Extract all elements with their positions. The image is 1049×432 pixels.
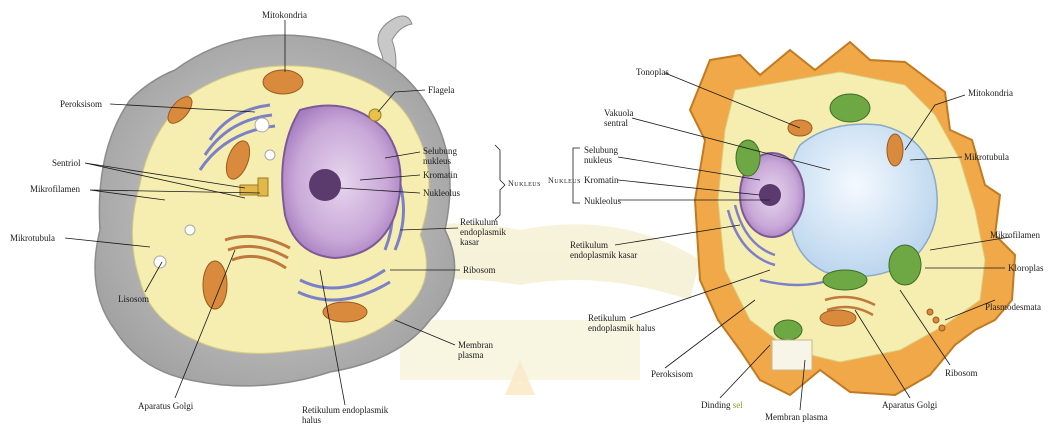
label-plant-tonoplas: Tonoplas (636, 67, 669, 77)
label-plant-aparatus-golgi: Aparatus Golgi (882, 400, 937, 410)
label-animal-nukleus-group: Nukleus (508, 179, 541, 189)
plant-cell (690, 42, 1015, 395)
label-animal-mikrofilamen: Mikrofilamen (30, 184, 80, 194)
label-animal-ribosom: Ribosom (463, 265, 496, 275)
label-plant-kromatin: Kromatin (584, 175, 619, 185)
label-plant-mitokondria: Mitokondria (968, 88, 1013, 98)
label-plant-retikulum-halus: Retikulum endoplasmik halus (588, 313, 655, 333)
label-plant-retikulum-kasar: Retikulum endoplasmik kasar (570, 240, 637, 260)
label-plant-selubung-nukleus: Selubung nukleus (584, 145, 618, 165)
label-animal-sentriol: Sentriol (52, 158, 81, 168)
animal-nucleus (282, 106, 400, 259)
label-animal-peroksisom: Peroksisom (60, 99, 102, 109)
label-plant-kloroplas: Kloroplas (1008, 263, 1044, 273)
label-animal-mikrotubula: Mikrotubula (10, 233, 55, 243)
label-plant-mikrotubula: Mikrotubula (964, 152, 1009, 162)
label-plant-dinding-sel: Dinding sel (701, 400, 743, 410)
label-plant-sel-word: sel (733, 400, 743, 410)
label-plant-plasmodesmata: Plasmodesmata (985, 302, 1041, 312)
label-animal-nukleolus: Nukleolus (423, 188, 460, 198)
label-animal-aparatus-golgi: Aparatus Golgi (138, 401, 193, 411)
label-animal-lisosom: Lisosom (118, 294, 149, 304)
label-plant-dinding-word: Dinding (701, 400, 731, 410)
label-plant-vakuola-sentral: Vakuola sentral (604, 108, 634, 128)
label-plant-nukleolus: Nukleolus (584, 196, 621, 206)
label-animal-flagela: Flagela (428, 85, 455, 95)
animal-nucleolus (309, 169, 341, 201)
animal-cell (95, 16, 455, 386)
label-animal-mitokondria: Mitokondria (262, 10, 307, 20)
label-plant-peroksisom: Peroksisom (651, 369, 693, 379)
label-animal-retikulum-halus: Retikulum endoplasmik halus (302, 405, 388, 425)
label-animal-kromatin: Kromatin (423, 170, 458, 180)
label-animal-membran-plasma: Membran plasma (458, 340, 493, 360)
label-plant-ribosom: Ribosom (945, 368, 978, 378)
plant-nucleolus (759, 184, 781, 206)
label-plant-mikrofilamen: Mikrofilamen (990, 230, 1040, 240)
label-plant-nukleus-group: Nukleus (548, 176, 581, 186)
label-animal-selubung-nukleus: Selubung nukleus (423, 146, 457, 166)
label-animal-retikulum-kasar: Retikulum endoplasmik kasar (460, 217, 506, 247)
label-plant-membran-plasma: Membran plasma (765, 412, 828, 422)
